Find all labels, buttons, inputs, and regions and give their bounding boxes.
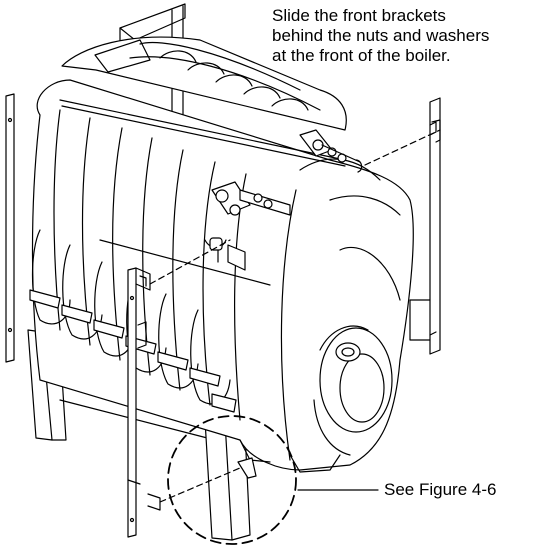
left-rear-bracket (5, 93, 15, 363)
bracket-instruction-callout: Slide the front brackets behind the nuts… (272, 6, 539, 66)
callout-line-2: behind the nuts and washers (272, 26, 490, 45)
right-rear-bracket (409, 97, 441, 355)
left-front-bracket (127, 267, 161, 538)
callout-line-3: at the front of the boiler. (272, 46, 451, 65)
center-front-bracket (137, 321, 147, 349)
detail-circle (167, 415, 297, 545)
alignment-lines (149, 129, 441, 503)
figure-reference-callout: See Figure 4-6 (384, 480, 497, 499)
boiler-body (29, 36, 414, 479)
callout-line-1: Slide the front brackets (272, 6, 446, 25)
